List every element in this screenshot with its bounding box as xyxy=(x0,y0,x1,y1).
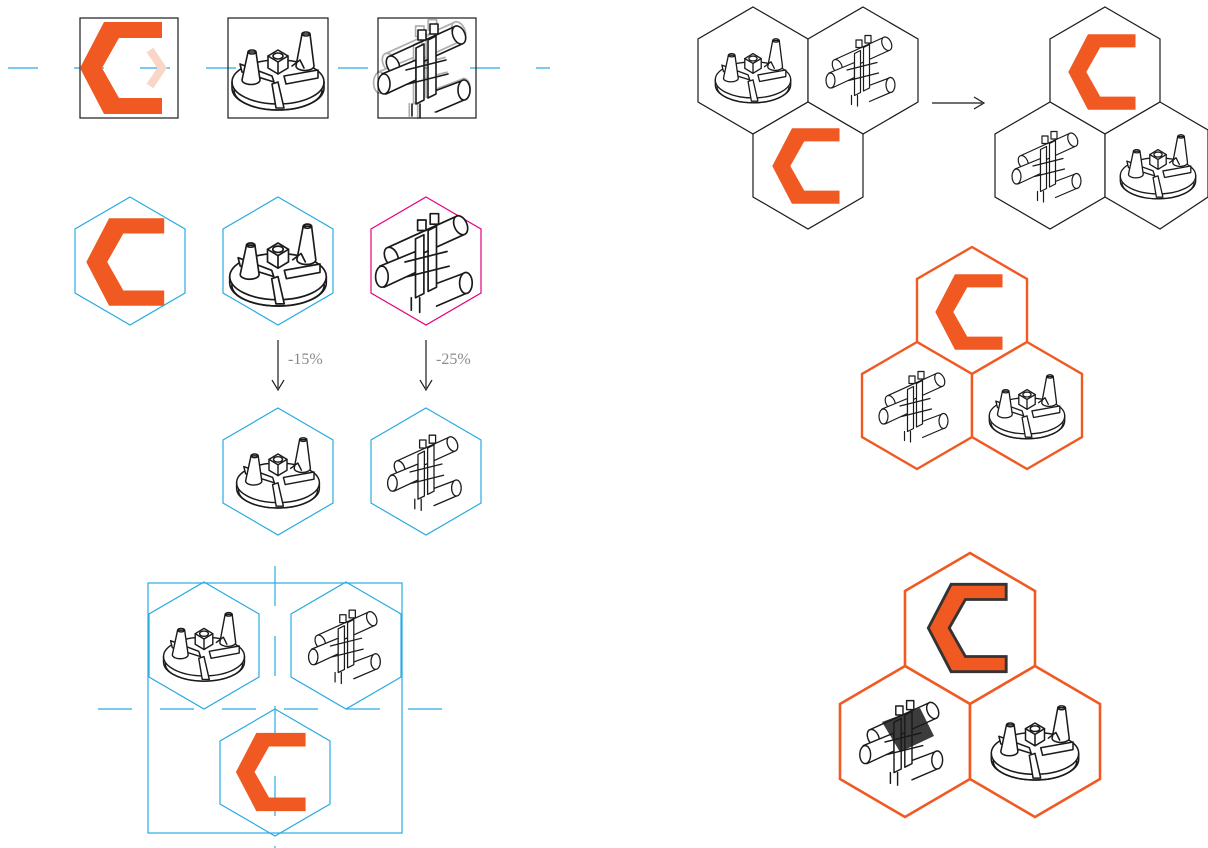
arrangement-a xyxy=(697,6,919,230)
c-logo-icon xyxy=(235,732,306,812)
nozzle-assembly-hex xyxy=(148,581,260,710)
valve-assembly-hex xyxy=(290,581,402,710)
assembly-construction xyxy=(98,566,458,848)
arrangement-c xyxy=(860,245,1084,471)
valve-hex-frame xyxy=(370,196,482,326)
valve-square-frame xyxy=(372,17,477,120)
nozzle-plate-icon xyxy=(235,437,321,509)
nozzle-plate-icon xyxy=(231,31,325,111)
nozzle-hex-frame xyxy=(222,196,334,326)
valve-reduced-hex xyxy=(370,407,482,536)
nozzle-scale-arrow: -15% xyxy=(271,340,323,392)
row-square-frames xyxy=(8,17,550,120)
scale-arrows: -15% -25% xyxy=(271,340,471,392)
nozzle-plate-icon xyxy=(228,223,328,307)
arrangement-b xyxy=(994,6,1208,230)
valve-scale-arrow: -25% xyxy=(419,340,471,392)
pipe-valve-icon xyxy=(374,212,474,314)
row-reduced-hexes xyxy=(222,407,482,536)
c-square-frame xyxy=(79,17,179,119)
c-logo-icon xyxy=(86,218,165,306)
nozzle-reduced-hex xyxy=(222,407,334,536)
pipe-valve-icon xyxy=(377,23,471,119)
nozzle-square-frame xyxy=(227,17,329,119)
valve-reduction-label: -25% xyxy=(436,351,471,368)
pipe-valve-icon xyxy=(386,434,462,512)
row-hex-frames xyxy=(74,196,482,326)
nozzle-reduction-label: -15% xyxy=(288,351,323,368)
pipe-valve-icon xyxy=(307,609,381,685)
nozzle-plate-icon xyxy=(162,611,246,682)
c-hex-frame xyxy=(74,196,186,326)
c-assembly-hex xyxy=(219,708,331,837)
arrangement-arrow xyxy=(932,96,986,110)
final-logo xyxy=(838,551,1102,819)
